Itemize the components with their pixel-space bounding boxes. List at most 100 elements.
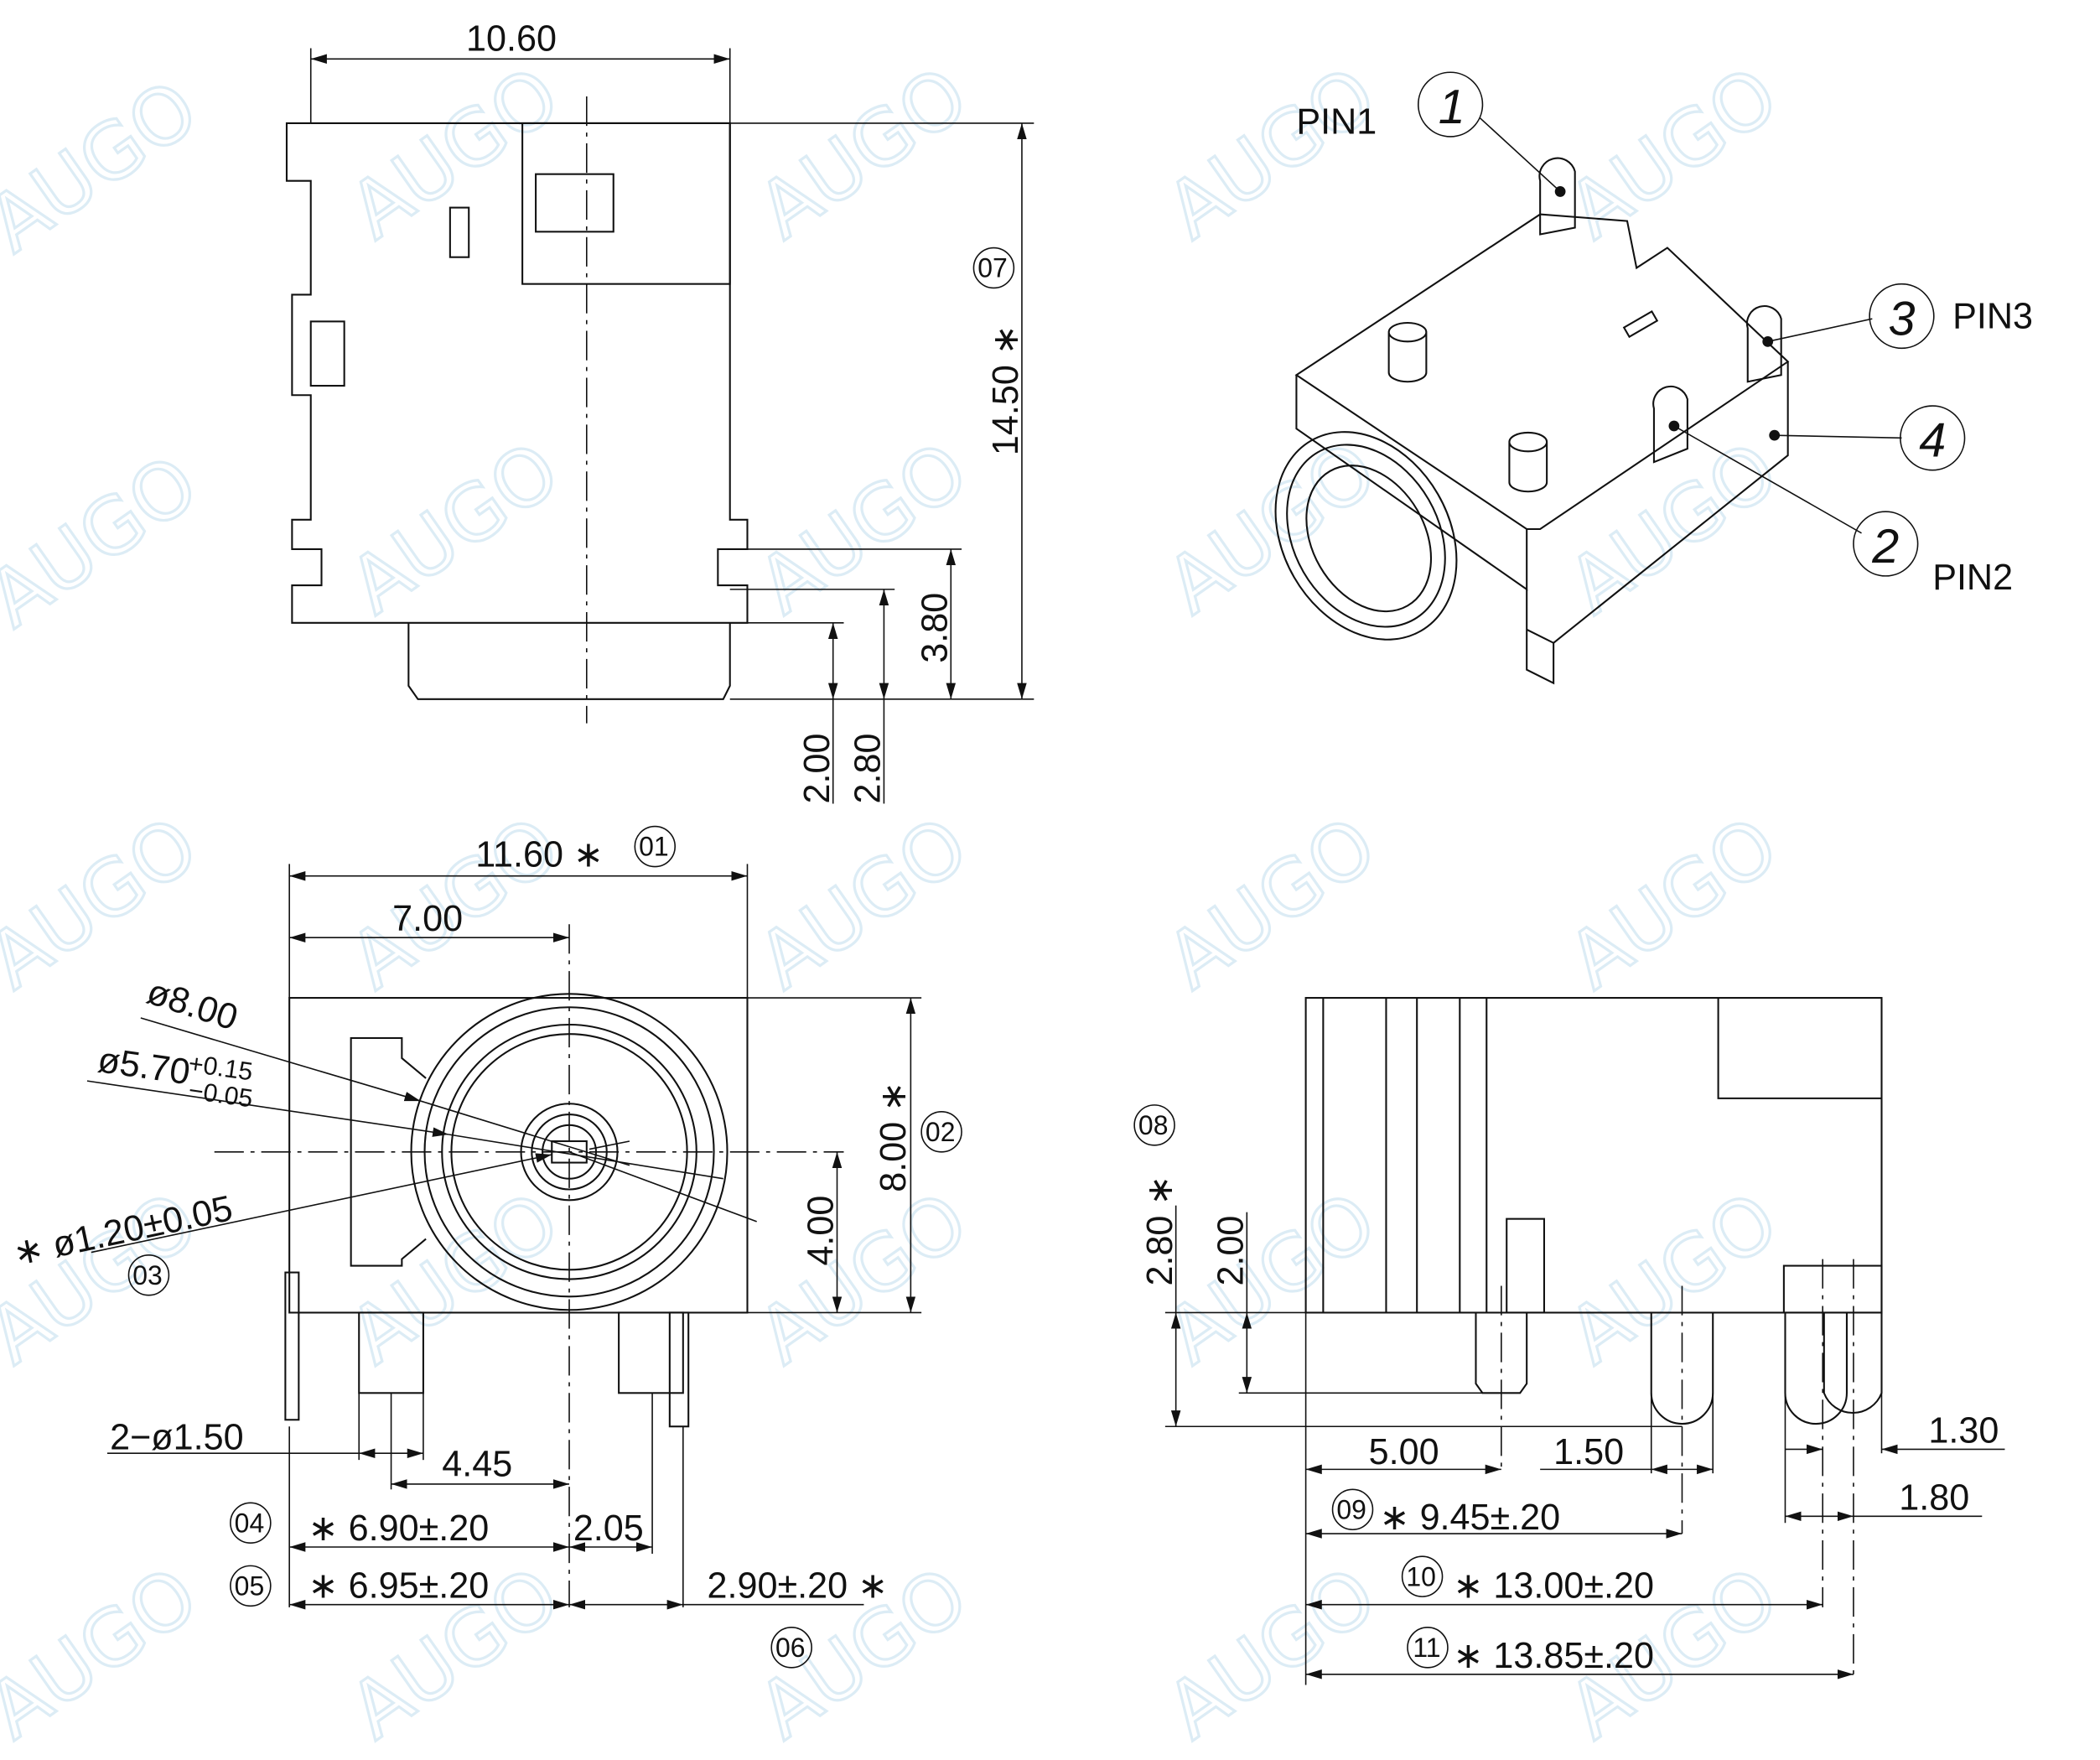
dim-1-80: 1.80	[1899, 1477, 1969, 1518]
watermark-text: AUGO	[1553, 49, 1794, 257]
top-view: 10.60 14.50 ∗ 07 3.80 2.80 2.00	[285, 19, 1034, 804]
side-notch	[1717, 998, 1882, 1099]
ref-circle	[634, 825, 677, 868]
dim-width-10-60: 10.60	[466, 19, 557, 60]
dim-width-11-60: 11.60 ∗	[475, 835, 604, 875]
side-pin-3	[1784, 1312, 1848, 1425]
ref-11: 11	[1413, 1633, 1440, 1663]
ref-circle	[127, 1254, 170, 1296]
dim-2-05: 2.05	[573, 1508, 644, 1549]
side-tab-right	[1782, 1264, 1883, 1314]
leader-dia-1-20	[91, 1153, 552, 1254]
watermark-text: AUGO	[742, 799, 983, 1006]
watermark-text: AUGO	[1553, 424, 1794, 631]
ref-06: 06	[775, 1633, 806, 1663]
pin4-number-circle	[1900, 405, 1966, 471]
iso-jack-ring-inner	[1305, 465, 1433, 613]
watermark-text: AUGO	[0, 799, 214, 1006]
ref-07: 07	[977, 253, 1008, 283]
watermark-text: AUGO	[0, 63, 214, 270]
iso-jack-ring-mid	[1286, 444, 1446, 628]
pin3-number: 3	[1888, 292, 1915, 345]
ref-circle	[230, 1565, 272, 1607]
iso-body-right	[1526, 361, 1789, 685]
watermark-text: AUGO	[742, 1175, 983, 1382]
pin2-label: PIN2	[1932, 558, 2013, 598]
front-view: 11.60 ∗ 01 7.00 ø8.00 ø5.70 +0.15 −0.05 …	[9, 825, 962, 1669]
dim-3-80: 3.80	[915, 593, 955, 663]
watermark-text: AUGO	[334, 49, 575, 257]
top-view-window	[521, 122, 731, 285]
iso-body-front	[1295, 375, 1528, 591]
side-inner-tab	[1506, 1217, 1545, 1314]
pin3-label: PIN3	[1952, 296, 2033, 336]
pin1-number: 1	[1439, 80, 1465, 134]
watermark-text: AUGO	[742, 49, 983, 257]
watermark-text: AUGO	[1150, 49, 1392, 257]
front-body	[288, 997, 749, 1314]
ref-03: 03	[132, 1260, 163, 1290]
leader-dia-8	[140, 1017, 421, 1102]
pin3-number-circle	[1869, 283, 1935, 350]
top-view-slot	[449, 206, 470, 258]
dim-1-30: 1.30	[1928, 1410, 1999, 1451]
ref-10: 10	[1406, 1561, 1436, 1591]
ref-circle	[770, 1627, 812, 1669]
pin2-number-circle	[1853, 511, 1919, 577]
top-view-side-tab	[309, 320, 345, 387]
ref-04: 04	[235, 1508, 265, 1538]
ref-09: 09	[1336, 1494, 1366, 1524]
pin1-label: PIN1	[1296, 102, 1377, 143]
dim-2-80: 2.80	[848, 734, 889, 804]
dim-9-45: ∗ 9.45±.20	[1379, 1498, 1560, 1538]
front-side-latch	[350, 1036, 427, 1267]
iso-pin-1	[1538, 157, 1576, 236]
top-view-latch	[535, 173, 614, 233]
dim-height-2-00: 2.00	[1211, 1216, 1252, 1286]
dim-1-50: 1.50	[1553, 1432, 1624, 1472]
dim-5-00: 5.00	[1369, 1432, 1439, 1472]
ref-05: 05	[235, 1571, 265, 1602]
ref-circle	[972, 247, 1015, 289]
ref-01: 01	[639, 832, 669, 862]
dim-2-90: 2.90±.20 ∗	[708, 1566, 889, 1607]
top-view-body	[285, 122, 749, 624]
ref-02: 02	[926, 1117, 956, 1147]
dim-4-00: 4.00	[801, 1196, 842, 1266]
leader-dia-5-70	[86, 1080, 449, 1137]
side-view: 2.80 ∗ 08 2.00 5.00 1.50 09 ∗ 9.45±.20 1…	[1133, 997, 2005, 1685]
ref-circle	[1133, 1104, 1175, 1146]
dim-4-45: 4.45	[442, 1444, 512, 1484]
ref-08: 08	[1138, 1110, 1169, 1140]
iso-body-side	[1526, 628, 1554, 644]
ref-circle	[1401, 1555, 1444, 1597]
side-pin-2	[1650, 1312, 1714, 1425]
pin2-number: 2	[1871, 520, 1899, 574]
ref-circle	[920, 1111, 962, 1153]
dim-height-2-80: 2.80 ∗	[1140, 1175, 1180, 1285]
pin1-number-circle	[1417, 71, 1484, 138]
front-tab-right	[668, 1311, 690, 1428]
watermark-text: AUGO	[1150, 799, 1392, 1006]
watermark-text: AUGO	[334, 424, 575, 631]
dim-height-14-50: 14.50 ∗	[986, 324, 1026, 455]
top-view-barrel	[407, 622, 731, 700]
watermark-text: AUGO	[0, 438, 214, 645]
watermark-text: AUGO	[0, 1550, 214, 1757]
iso-post-1	[1387, 321, 1428, 383]
dim-6-95: ∗ 6.95±.20	[309, 1566, 490, 1607]
watermark-text: AUGO	[1150, 424, 1392, 631]
isometric-view: PIN1 1 3 PIN3 4 2 PIN2	[1274, 71, 2033, 685]
ref-circle	[1407, 1627, 1449, 1669]
dim-height-8-00: 8.00 ∗	[874, 1082, 914, 1192]
dim-7-00: 7.00	[392, 899, 463, 939]
iso-slot	[1622, 310, 1659, 339]
watermark-text: AUGO	[1150, 1175, 1392, 1382]
front-tab-left	[284, 1271, 300, 1421]
iso-jack-ring-outer	[1274, 431, 1458, 641]
dim-6-90: ∗ 6.90±.20	[309, 1508, 490, 1549]
pin4-number: 4	[1919, 414, 1946, 468]
watermark-text: AUGO	[1553, 1175, 1794, 1382]
iso-post-2	[1508, 431, 1548, 493]
